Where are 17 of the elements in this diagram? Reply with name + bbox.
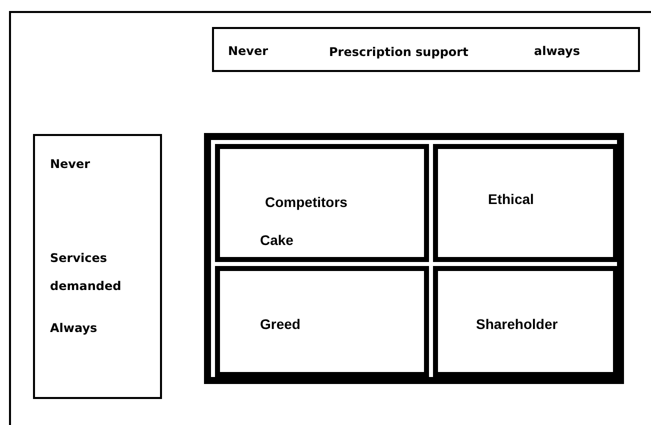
axis-end-label: Never — [228, 44, 268, 58]
quadrant-cell — [215, 144, 429, 262]
axis-title: Services demanded — [50, 250, 122, 295]
quadrant-cell — [433, 144, 618, 262]
axis-end-label: Always — [50, 321, 98, 335]
quadrant-label: Greed — [260, 316, 300, 332]
matrix-frame — [204, 133, 624, 384]
axis-title: Prescription support — [329, 45, 468, 59]
quadrant-label: Cake — [260, 232, 294, 248]
axis-end-label: Never — [50, 157, 90, 171]
quadrant-label: Shareholder — [476, 316, 558, 332]
quadrant-cell — [215, 266, 429, 377]
axis-box — [212, 27, 640, 72]
quadrant-label: Competitors — [265, 194, 348, 210]
quadrant-label: Ethical — [488, 191, 534, 207]
axis-end-label: always — [534, 44, 580, 58]
axis-box — [33, 134, 162, 399]
